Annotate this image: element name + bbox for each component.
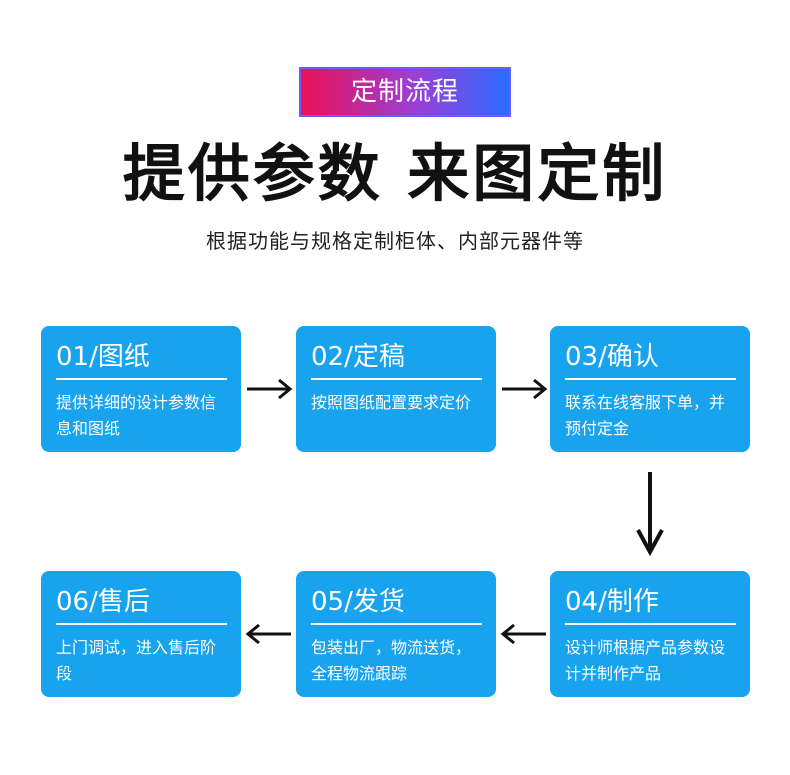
arrow-left-icon [245, 623, 291, 645]
step-description: 联系在线客服下单，并预付定金 [565, 393, 726, 438]
step-title: 03/确认 [565, 338, 736, 380]
section-badge: 定制流程 [299, 67, 511, 117]
step-card-06: 06/售后 上门调试，进入售后阶段 [41, 571, 241, 697]
step-card-01: 01/图纸 提供详细的设计参数信息和图纸 [41, 326, 241, 452]
step-card-02: 02/定稿 按照图纸配置要求定价 [296, 326, 496, 452]
step-title: 02/定稿 [311, 338, 482, 380]
step-card-03: 03/确认 联系在线客服下单，并预付定金 [550, 326, 750, 452]
arrow-left-icon [500, 623, 546, 645]
page-title: 提供参数 来图定制 [122, 137, 668, 210]
step-description: 提供详细的设计参数信息和图纸 [56, 393, 217, 438]
step-title: 01/图纸 [56, 338, 227, 380]
step-title: 04/制作 [565, 583, 736, 625]
step-description: 按照图纸配置要求定价 [311, 393, 472, 412]
step-title: 05/发货 [311, 583, 482, 625]
arrow-right-icon [502, 378, 548, 400]
step-description: 上门调试，进入售后阶段 [56, 638, 217, 683]
arrow-right-icon [247, 378, 293, 400]
page-subtitle: 根据功能与规格定制柜体、内部元器件等 [206, 229, 584, 253]
step-card-05: 05/发货 包装出厂，物流送货，全程物流跟踪 [296, 571, 496, 697]
step-description: 包装出厂，物流送货，全程物流跟踪 [311, 638, 472, 683]
step-card-04: 04/制作 设计师根据产品参数设计并制作产品 [550, 571, 750, 697]
step-description: 设计师根据产品参数设计并制作产品 [565, 638, 726, 683]
arrow-down-icon [636, 472, 664, 556]
step-title: 06/售后 [56, 583, 227, 625]
